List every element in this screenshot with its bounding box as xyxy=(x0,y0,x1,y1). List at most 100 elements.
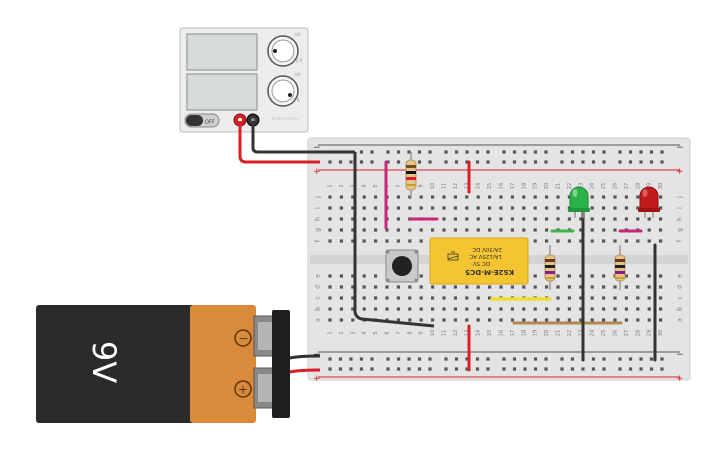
breadboard-hole[interactable] xyxy=(362,228,366,232)
breadboard-hole[interactable] xyxy=(385,307,389,311)
breadboard-hole[interactable] xyxy=(659,318,663,322)
breadboard-hole[interactable] xyxy=(533,217,537,221)
rail-hole[interactable] xyxy=(512,150,517,154)
breadboard-hole[interactable] xyxy=(408,206,412,210)
breadboard-hole[interactable] xyxy=(339,274,343,278)
breadboard-hole[interactable] xyxy=(488,206,492,210)
breadboard-hole[interactable] xyxy=(545,285,549,289)
breadboard-hole[interactable] xyxy=(442,228,446,232)
breadboard-hole[interactable] xyxy=(647,318,651,322)
breadboard-hole[interactable] xyxy=(396,228,400,232)
rail-hole[interactable] xyxy=(581,160,585,164)
breadboard-hole[interactable] xyxy=(602,285,606,289)
rail-hole[interactable] xyxy=(602,357,606,361)
rail-hole[interactable] xyxy=(502,150,506,154)
breadboard-hole[interactable] xyxy=(613,239,617,243)
breadboard-hole[interactable] xyxy=(659,285,663,289)
breadboard-hole[interactable] xyxy=(328,307,332,311)
breadboard-hole[interactable] xyxy=(374,285,378,289)
breadboard-hole[interactable] xyxy=(636,206,640,210)
breadboard-hole[interactable] xyxy=(636,239,640,243)
rail-hole[interactable] xyxy=(486,160,490,164)
rail-hole[interactable] xyxy=(502,367,506,371)
breadboard-hole[interactable] xyxy=(613,318,617,322)
rail-hole[interactable] xyxy=(465,367,469,371)
breadboard-hole[interactable] xyxy=(533,195,537,199)
breadboard-hole[interactable] xyxy=(465,285,469,289)
breadboard-hole[interactable] xyxy=(636,195,640,199)
rail-hole[interactable] xyxy=(486,367,490,371)
breadboard-hole[interactable] xyxy=(636,318,640,322)
breadboard-hole[interactable] xyxy=(362,307,366,311)
breadboard-hole[interactable] xyxy=(567,274,571,278)
rail-hole[interactable] xyxy=(618,150,622,154)
rail-hole[interactable] xyxy=(370,150,374,154)
breadboard-hole[interactable] xyxy=(624,217,628,221)
resistor-right[interactable] xyxy=(614,245,626,290)
breadboard-hole[interactable] xyxy=(419,307,423,311)
breadboard-hole[interactable] xyxy=(453,195,457,199)
breadboard-hole[interactable] xyxy=(659,206,663,210)
breadboard-hole[interactable] xyxy=(659,239,663,243)
breadboard-hole[interactable] xyxy=(533,318,537,322)
rail-hole[interactable] xyxy=(570,150,575,154)
breadboard-hole[interactable] xyxy=(636,274,640,278)
rail-hole[interactable] xyxy=(649,367,654,371)
breadboard-hole[interactable] xyxy=(556,318,560,322)
breadboard-hole[interactable] xyxy=(476,217,480,221)
breadboard-hole[interactable] xyxy=(351,296,355,300)
rail-hole[interactable] xyxy=(602,160,606,164)
breadboard-hole[interactable] xyxy=(624,296,628,300)
breadboard-hole[interactable] xyxy=(590,239,594,243)
rail-hole[interactable] xyxy=(359,367,364,371)
breadboard-hole[interactable] xyxy=(408,239,412,243)
breadboard-hole[interactable] xyxy=(499,195,503,199)
rail-hole[interactable] xyxy=(486,357,490,361)
battery-positive-wire[interactable] xyxy=(289,368,321,374)
rail-hole[interactable] xyxy=(359,150,364,154)
breadboard-hole[interactable] xyxy=(374,274,378,278)
breadboard-hole[interactable] xyxy=(351,228,355,232)
breadboard-hole[interactable] xyxy=(567,239,571,243)
breadboard-hole[interactable] xyxy=(488,217,492,221)
rail-hole[interactable] xyxy=(544,357,548,361)
breadboard-hole[interactable] xyxy=(602,195,606,199)
breadboard-hole[interactable] xyxy=(647,217,651,221)
breadboard-hole[interactable] xyxy=(419,296,423,300)
breadboard-hole[interactable] xyxy=(590,285,594,289)
rail-hole[interactable] xyxy=(523,160,527,164)
breadboard-hole[interactable] xyxy=(545,217,549,221)
breadboard-hole[interactable] xyxy=(613,307,617,311)
breadboard-hole[interactable] xyxy=(362,195,366,199)
breadboard-hole[interactable] xyxy=(488,318,492,322)
rail-hole[interactable] xyxy=(444,357,448,361)
breadboard-hole[interactable] xyxy=(476,296,480,300)
breadboard-hole[interactable] xyxy=(339,239,343,243)
breadboard-hole[interactable] xyxy=(465,217,469,221)
battery-negative-wire[interactable] xyxy=(289,354,321,360)
breadboard-hole[interactable] xyxy=(522,228,526,232)
breadboard-hole[interactable] xyxy=(431,318,435,322)
breadboard-hole[interactable] xyxy=(613,217,617,221)
rail-hole[interactable] xyxy=(359,160,364,164)
rail-hole[interactable] xyxy=(349,160,353,164)
rail-hole[interactable] xyxy=(454,357,459,361)
rail-hole[interactable] xyxy=(639,160,643,164)
breadboard-hole[interactable] xyxy=(408,228,412,232)
resistor-middle[interactable] xyxy=(544,245,556,290)
rail-hole[interactable] xyxy=(523,357,527,361)
breadboard-hole[interactable] xyxy=(579,239,583,243)
rail-hole[interactable] xyxy=(396,357,401,361)
rail-hole[interactable] xyxy=(396,367,401,371)
breadboard-hole[interactable] xyxy=(613,228,617,232)
breadboard-hole[interactable] xyxy=(602,217,606,221)
breadboard-hole[interactable] xyxy=(385,239,389,243)
rail-hole[interactable] xyxy=(660,357,664,361)
rail-hole[interactable] xyxy=(533,367,538,371)
breadboard-hole[interactable] xyxy=(545,318,549,322)
supply-positive-wire[interactable] xyxy=(238,121,320,164)
breadboard-hole[interactable] xyxy=(499,206,503,210)
breadboard-hole[interactable] xyxy=(351,206,355,210)
breadboard-hole[interactable] xyxy=(419,228,423,232)
breadboard-hole[interactable] xyxy=(636,307,640,311)
